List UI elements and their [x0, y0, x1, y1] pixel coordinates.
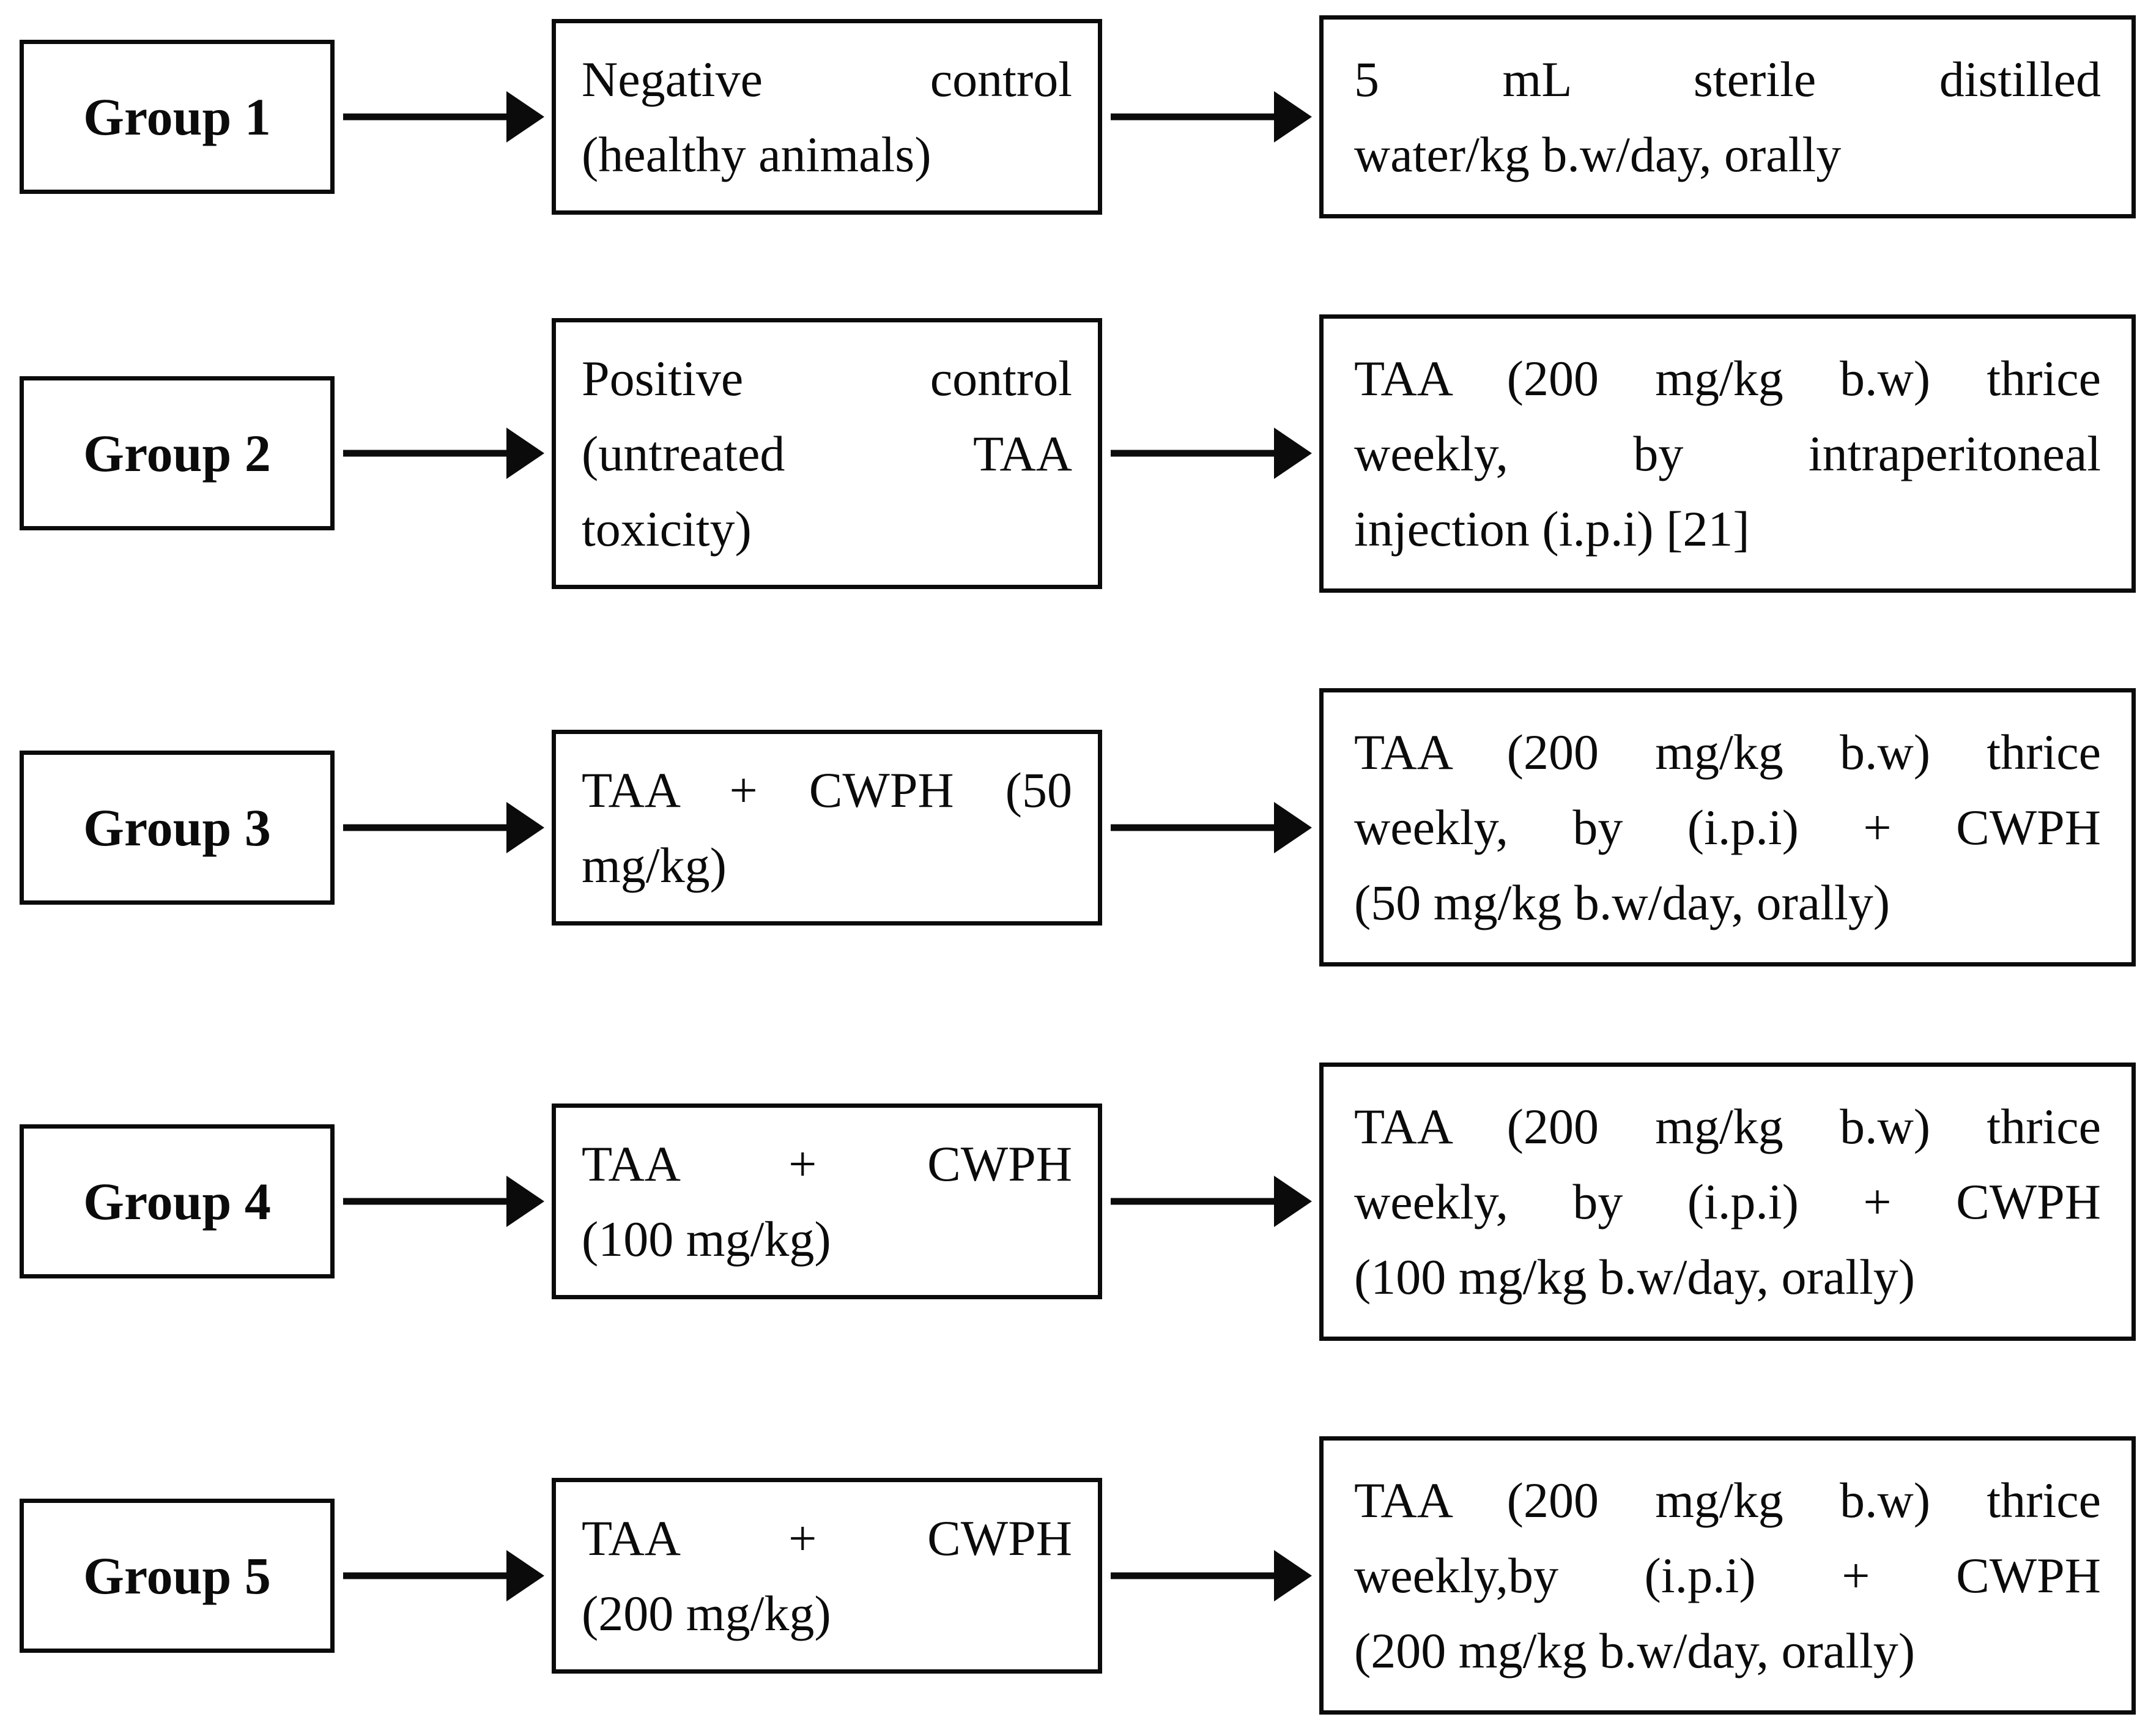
right-arrow-icon — [1102, 424, 1319, 483]
treatment-group-box-line: (100 mg/kg) — [582, 1211, 831, 1267]
dosage-regimen-box-line: TAA (200 mg/kg b.w) thrice — [1354, 1098, 2101, 1154]
diagram-row: Group 2 Positive control (untreated TAA tox… — [20, 314, 2136, 593]
group-box: Group 4 — [20, 1124, 335, 1278]
diagram-row: Group 3 TAA + CWPH (50 mg/kg) TAA (200 mg/k… — [20, 688, 2136, 966]
group-box: Group 1 — [20, 40, 335, 194]
dosage-regimen-box-line: 5 mL sterile distilled — [1354, 51, 2101, 107]
right-arrow-icon — [1102, 798, 1319, 857]
treatment-group-box-line: (200 mg/kg) — [582, 1585, 831, 1641]
treatment-group-box-line: mg/kg) — [582, 837, 727, 893]
dosage-regimen-box: TAA (200 mg/kg b.w) thrice weekly,by (i.p… — [1319, 1436, 2136, 1715]
right-arrow-icon — [1102, 1172, 1319, 1231]
treatment-group-box: TAA + CWPH (50 mg/kg) — [552, 729, 1102, 925]
treatment-group-box-line: TAA + CWPH (50 — [582, 762, 1072, 818]
dosage-regimen-box-line: weekly, by intraperitoneal — [1354, 425, 2101, 481]
right-arrow-icon — [1102, 87, 1319, 146]
group-label: Group 4 — [83, 1172, 271, 1231]
diagram-row: Group 4 TAA + CWPH (100 mg/kg) TAA (200 mg/… — [20, 1062, 2136, 1341]
diagram-row: Group 5 TAA + CWPH (200 mg/kg) TAA (200 mg/… — [20, 1436, 2136, 1715]
right-arrow-icon — [335, 424, 552, 483]
right-arrow-icon — [335, 1172, 552, 1231]
dosage-regimen-box-line: (100 mg/kg b.w/day, orally) — [1354, 1248, 1916, 1305]
dosage-regimen-box-line: weekly,by (i.p.i) + CWPH — [1354, 1548, 2101, 1603]
right-arrow-icon — [335, 1546, 552, 1605]
group-box: Group 5 — [20, 1498, 335, 1653]
treatment-group-box-line: TAA + CWPH — [582, 1510, 1072, 1566]
treatment-group-box-line: TAA + CWPH — [582, 1136, 1072, 1192]
dosage-regimen-box-line: (50 mg/kg b.w/day, orally) — [1354, 875, 1891, 930]
treatment-group-box-line: Negative control — [582, 51, 1072, 107]
dosage-regimen-box-line: injection (i.p.i) [21] — [1354, 500, 1750, 557]
dosage-regimen-box: TAA (200 mg/kg b.w) thrice weekly, by (i.… — [1319, 688, 2136, 966]
dosage-regimen-box-line: water/kg b.w/day, orally — [1354, 127, 1842, 182]
right-arrow-icon — [335, 798, 552, 857]
group-label: Group 1 — [83, 87, 271, 146]
group-box: Group 3 — [20, 750, 335, 905]
right-arrow-icon — [335, 87, 552, 146]
treatment-group-box-line: (untreated TAA — [582, 425, 1072, 481]
dosage-regimen-box-line: TAA (200 mg/kg b.w) thrice — [1354, 1472, 2101, 1528]
dosage-regimen-box-line: (200 mg/kg b.w/day, orally) — [1354, 1623, 1916, 1679]
group-label: Group 5 — [83, 1546, 271, 1605]
group-label: Group 2 — [83, 424, 271, 483]
right-arrow-icon — [1102, 1546, 1319, 1605]
diagram-row: Group 1 Negative control (healthy animals)… — [20, 15, 2136, 218]
dosage-regimen-box-line: weekly, by (i.p.i) + CWPH — [1354, 799, 2101, 855]
treatment-group-box: Negative control (healthy animals) — [552, 19, 1102, 215]
treatment-group-box: TAA + CWPH (100 mg/kg) — [552, 1104, 1102, 1299]
treatment-group-box-line: (healthy animals) — [582, 127, 931, 182]
dosage-regimen-box: 5 mL sterile distilled water/kg b.w/day, … — [1319, 15, 2136, 218]
dosage-regimen-box-line: weekly, by (i.p.i) + CWPH — [1354, 1173, 2101, 1230]
group-label: Group 3 — [83, 798, 271, 857]
treatment-group-box-line: toxicity) — [582, 500, 752, 557]
treatment-group-box: TAA + CWPH (200 mg/kg) — [552, 1477, 1102, 1674]
treatment-group-box: Positive control (untreated TAA toxicity) — [552, 317, 1102, 589]
dosage-regimen-box-line: TAA (200 mg/kg b.w) thrice — [1354, 350, 2101, 406]
treatment-group-box-line: Positive control — [582, 350, 1072, 406]
dosage-regimen-box-line: TAA (200 mg/kg b.w) thrice — [1354, 724, 2101, 780]
dosage-regimen-box: TAA (200 mg/kg b.w) thrice weekly, by (i.… — [1319, 1062, 2136, 1341]
group-box: Group 2 — [20, 376, 335, 530]
dosage-regimen-box: TAA (200 mg/kg b.w) thrice weekly, by int… — [1319, 314, 2136, 593]
